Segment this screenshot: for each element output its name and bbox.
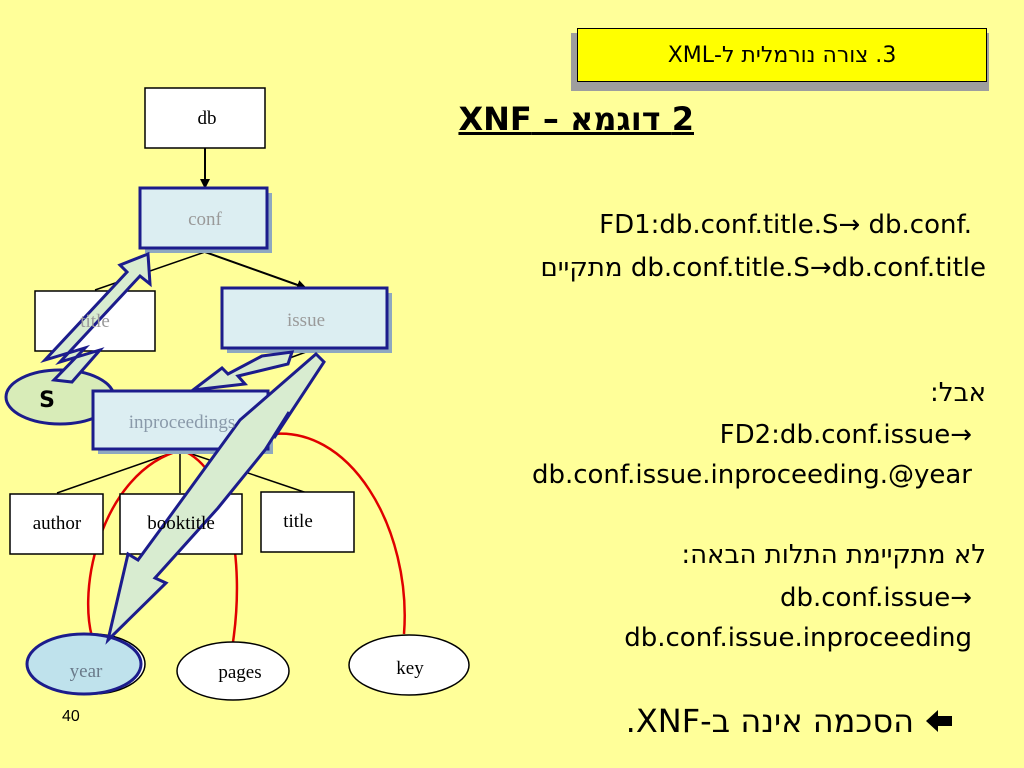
node-key (348, 634, 470, 696)
node-year (25, 632, 143, 696)
fd2-year-arrow (105, 351, 326, 645)
label-title-bottom: title (283, 511, 313, 532)
label-booktitle: booktitle (147, 513, 215, 534)
slide-title: 2 דוגמא – XNF (458, 100, 694, 138)
fd2-line2: db.conf.issue.inproceeding.@year (531, 460, 972, 490)
node-db (144, 87, 266, 149)
fd-arrows (40, 251, 326, 645)
label-inproceedings: inproceedings (129, 412, 236, 433)
label-year: year (70, 661, 103, 682)
label-issue: issue (287, 310, 325, 331)
node-issue (220, 286, 389, 350)
header-text: 3. צורה נורמלית ל-XML (667, 42, 897, 68)
page-number: 40 (62, 708, 80, 725)
fd1-line2: db.conf.title.S→db.conf.title מתקיים (540, 253, 986, 283)
fd1-line1: FD1:db.conf.title.S→ db.conf. (599, 210, 972, 240)
not-holds-line2: db.conf.issue.inproceeding (624, 623, 972, 653)
node-conf (138, 186, 269, 250)
conclusion: הסכמה אינה ב-XNF. (626, 702, 954, 742)
but-label: אבל: (930, 378, 986, 408)
label-pages: pages (218, 662, 261, 683)
edge-conf-issue (204, 251, 307, 290)
curve-key (264, 432, 406, 635)
node-pages (176, 641, 290, 701)
node-author (9, 493, 104, 555)
label-s: S (39, 388, 55, 413)
edge-inproc-author (56, 449, 181, 494)
node-title-bottom (260, 491, 355, 553)
fd1-zigzag-arrow (40, 251, 152, 384)
label-conf: conf (188, 209, 222, 230)
left-arrow-icon (924, 704, 954, 742)
label-title-top: title (80, 311, 110, 332)
not-holds-line1: db.conf.issue→ (779, 583, 972, 613)
label-db: db (198, 108, 217, 129)
not-holds-label: לא מתקיימת התלות הבאה: (681, 540, 986, 570)
fd2-issue-arrow (187, 350, 295, 393)
label-key: key (396, 658, 424, 679)
conclusion-text: הסכמה אינה ב-XNF. (625, 702, 914, 740)
fd2-line1: FD2:db.conf.issue→ (719, 420, 972, 450)
label-author: author (33, 513, 82, 534)
header-box: 3. צורה נורמלית ל-XML (577, 28, 987, 82)
